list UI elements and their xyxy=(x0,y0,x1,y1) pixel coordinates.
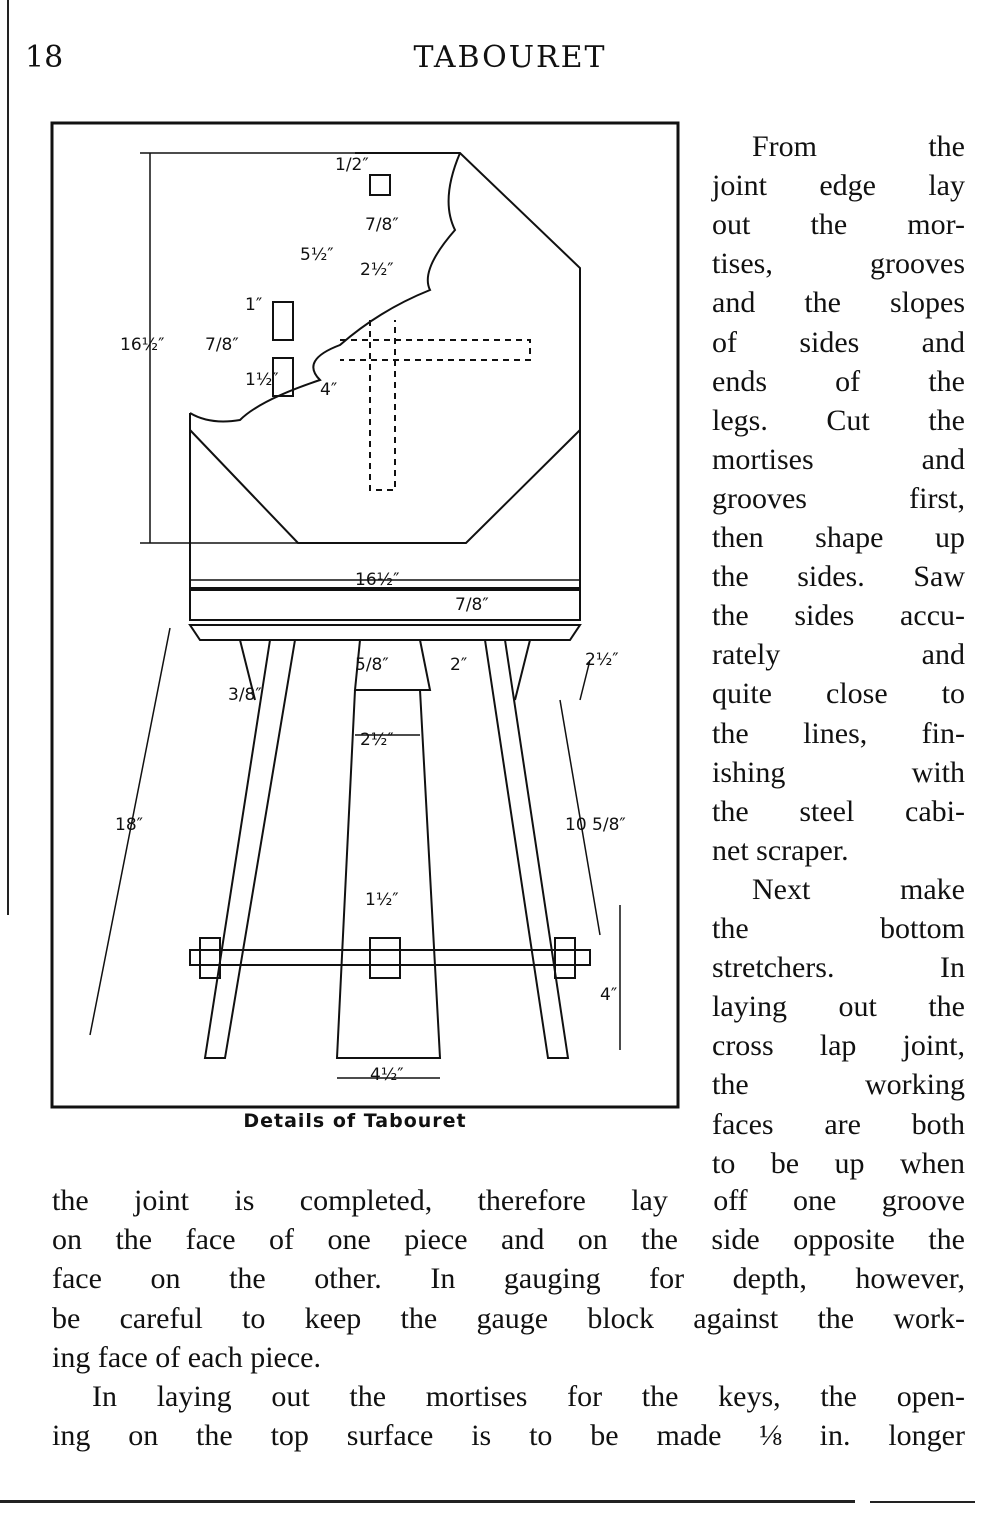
dim-mortise: 5½″ xyxy=(300,245,334,265)
body-text-line: Next make xyxy=(752,872,965,906)
body-text-line: joint edge lay xyxy=(712,169,965,203)
leg-center xyxy=(335,689,442,1059)
body-text-line: net scraper. xyxy=(712,833,849,867)
side-outline xyxy=(189,152,581,589)
dim-small-c: 3/8″ xyxy=(228,685,262,705)
dim-apron-depth: 2½″ xyxy=(585,650,619,670)
body-text-line: laying out the xyxy=(712,990,965,1024)
body-text-line: face on the other. In gauging for depth,… xyxy=(52,1262,965,1296)
dim-foot-width: 4½″ xyxy=(370,1065,404,1085)
body-text-line: of sides and xyxy=(712,325,965,359)
dim-tenon-thickness: 7/8″ xyxy=(365,215,399,235)
body-text-line: grooves first, xyxy=(712,481,965,515)
body-text-line: the sides. Saw xyxy=(712,560,965,594)
bottom-rule xyxy=(0,1500,855,1503)
body-text-line: quite close to xyxy=(712,677,965,711)
tenon-bottom xyxy=(272,357,294,397)
body-text-line: In laying out the mortises for the keys,… xyxy=(92,1380,965,1413)
height-dimension xyxy=(140,152,355,544)
apron xyxy=(188,624,582,641)
body-text-line: From the xyxy=(752,130,965,163)
key-center xyxy=(369,937,401,979)
dim-tenon-length: 4″ xyxy=(320,380,337,400)
apron-shape xyxy=(239,639,531,701)
body-text-line: the steel cabi- xyxy=(712,794,965,828)
dim-stretcher-width: 2½″ xyxy=(360,260,394,280)
dimension-lines xyxy=(89,627,621,1079)
dim-leg-length: 18″ xyxy=(115,815,143,835)
dim-small-b: 7/8″ xyxy=(205,335,239,355)
body-text-line: on the face of one piece and on the side… xyxy=(52,1223,965,1257)
body-text-line: stretchers. In xyxy=(712,951,965,985)
body-text-line: then shape up xyxy=(712,521,965,554)
body-text-line: ishing with xyxy=(712,755,965,789)
key-right xyxy=(554,937,576,979)
break-line xyxy=(189,152,461,423)
dim-small-a: 1″ xyxy=(245,295,262,315)
figure-frame xyxy=(50,121,680,1109)
body-text-line: ends of the xyxy=(712,364,965,398)
key-mortise xyxy=(369,174,391,196)
body-text-line: out the mor- xyxy=(712,208,965,242)
dim-width: 16½″ xyxy=(355,570,399,590)
body-text-line: ing on the top surface is to be made ⅛ i… xyxy=(52,1419,965,1453)
key-left xyxy=(199,937,221,979)
leg-left xyxy=(203,639,296,1059)
dim-slot-width: 5/8″ xyxy=(355,655,389,675)
dim-key-offset: 1½″ xyxy=(245,370,279,390)
body-text-line: the joint is completed, therefore lay of… xyxy=(52,1184,965,1217)
top-board xyxy=(189,589,581,621)
dim-leg-thickness: 2½″ xyxy=(360,730,394,750)
body-text-line: the bottom xyxy=(712,912,965,945)
dim-apron-height: 2″ xyxy=(450,655,467,675)
body-text-line: cross lap joint, xyxy=(712,1029,965,1063)
body-text-line: the working xyxy=(712,1068,965,1102)
bottom-rule-end xyxy=(870,1501,975,1503)
body-text-line: and the slopes xyxy=(712,286,965,320)
body-text-line: the lines, fin- xyxy=(712,716,965,750)
leg-right xyxy=(484,639,570,1059)
body-text-line: mortises and xyxy=(712,442,965,476)
body-text-line: the sides accu- xyxy=(712,599,965,633)
body-text-line: be careful to keep the gauge block again… xyxy=(52,1301,965,1335)
body-text-line: ing face of each piece. xyxy=(52,1340,321,1374)
running-title: TABOURET xyxy=(413,40,607,75)
dim-stretcher-key: 1½″ xyxy=(365,890,399,910)
dim-height: 16½″ xyxy=(120,335,164,355)
hidden-tenon xyxy=(340,320,531,491)
left-margin-rule xyxy=(7,0,9,915)
page-number: 18 xyxy=(25,40,64,75)
dim-foot-height: 4″ xyxy=(600,985,617,1005)
dim-leg-span: 10 5/8″ xyxy=(565,815,626,835)
body-text-line: to be up when xyxy=(712,1146,965,1180)
body-text-line: legs. Cut the xyxy=(712,403,965,437)
figure-caption: Details of Tabouret xyxy=(243,1110,467,1132)
chamfer-lines xyxy=(189,429,581,544)
tenon-top xyxy=(272,301,294,341)
body-text-line: tises, grooves xyxy=(712,247,965,281)
body-text-line: rately and xyxy=(712,638,965,672)
dim-key-width: 1/2″ xyxy=(335,155,369,175)
body-text-line: faces are both xyxy=(712,1107,965,1141)
dim-top-thickness: 7/8″ xyxy=(455,595,489,615)
stretcher xyxy=(189,949,591,966)
